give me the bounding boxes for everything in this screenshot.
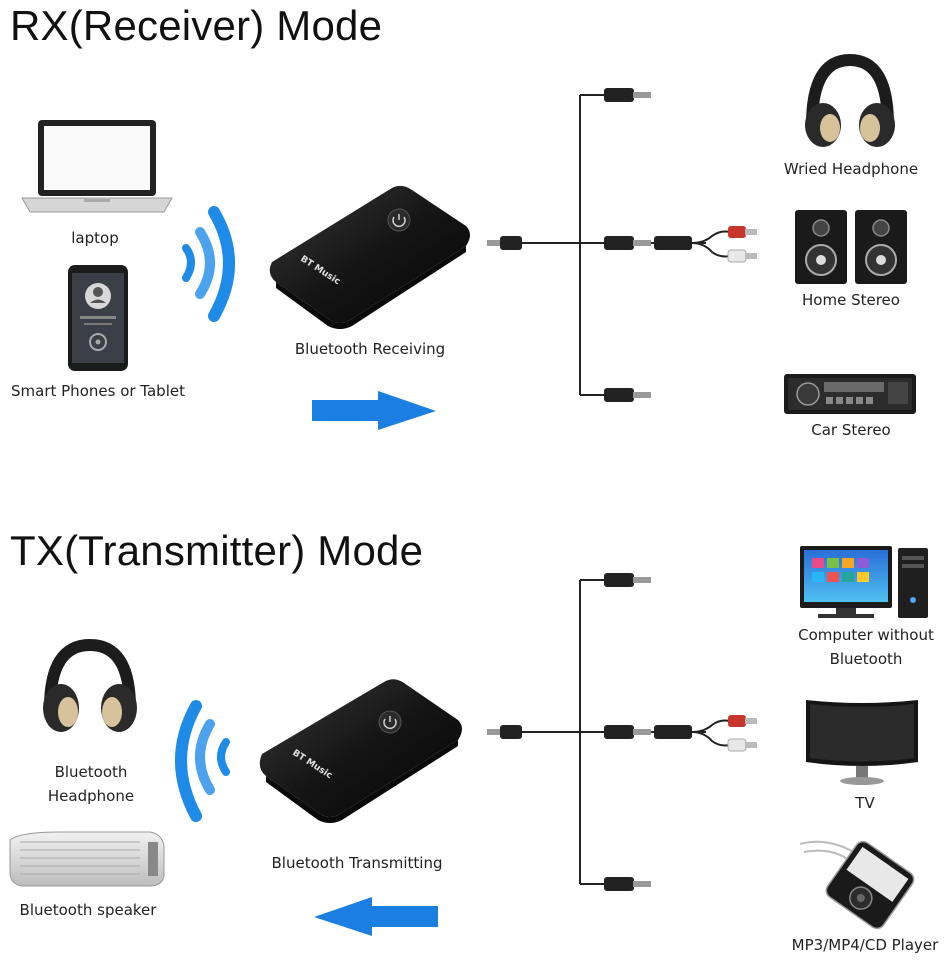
laptop-label: laptop xyxy=(71,229,119,247)
smartphone-label: Smart Phones or Tablet xyxy=(11,382,185,400)
tx-headphone-icon xyxy=(43,638,137,732)
rx-mode-title: RX(Receiver) Mode xyxy=(10,2,383,49)
computer-label: Computer without Bluetooth xyxy=(798,626,934,668)
bluetooth-speaker-icon xyxy=(9,831,165,887)
rx-audio-jack-icons xyxy=(487,88,757,402)
wired-headphone-label: Wried Headphone xyxy=(783,160,919,178)
tx-device-label: Bluetooth Transmitting xyxy=(271,854,443,872)
tx-bt-music-device: BT Music xyxy=(259,679,462,823)
mp3-player-icon xyxy=(799,840,915,930)
mp3-player-label: MP3/MP4/CD Player xyxy=(791,936,939,954)
laptop-icon xyxy=(21,120,173,213)
home-stereo-icon xyxy=(795,210,907,284)
bluetooth-headphone-label: Bluetooth Headphone xyxy=(47,763,135,805)
bluetooth-speaker-label: Bluetooth speaker xyxy=(19,901,157,919)
car-stereo-icon xyxy=(784,374,916,414)
tx-mode-title: TX(Transmitter) Mode xyxy=(10,527,424,574)
tv-icon xyxy=(806,700,918,785)
computer-icon xyxy=(800,546,928,618)
tv-label: TV xyxy=(855,794,875,812)
tx-bluetooth-wave-icon xyxy=(175,700,230,822)
rx-headphone-icon xyxy=(805,53,895,147)
tx-audio-jack-icons xyxy=(487,573,757,891)
smartphone-icon xyxy=(68,265,128,371)
rx-bluetooth-wave-icon xyxy=(182,206,235,322)
rx-bt-music-device: BT Music xyxy=(269,185,470,329)
rx-arrow-right-icon xyxy=(312,391,436,430)
car-stereo-label: Car Stereo xyxy=(811,421,891,439)
rx-device-label: Bluetooth Receiving xyxy=(294,340,446,358)
home-stereo-label: Home Stereo xyxy=(802,291,900,309)
tx-arrow-left-icon xyxy=(314,897,438,936)
